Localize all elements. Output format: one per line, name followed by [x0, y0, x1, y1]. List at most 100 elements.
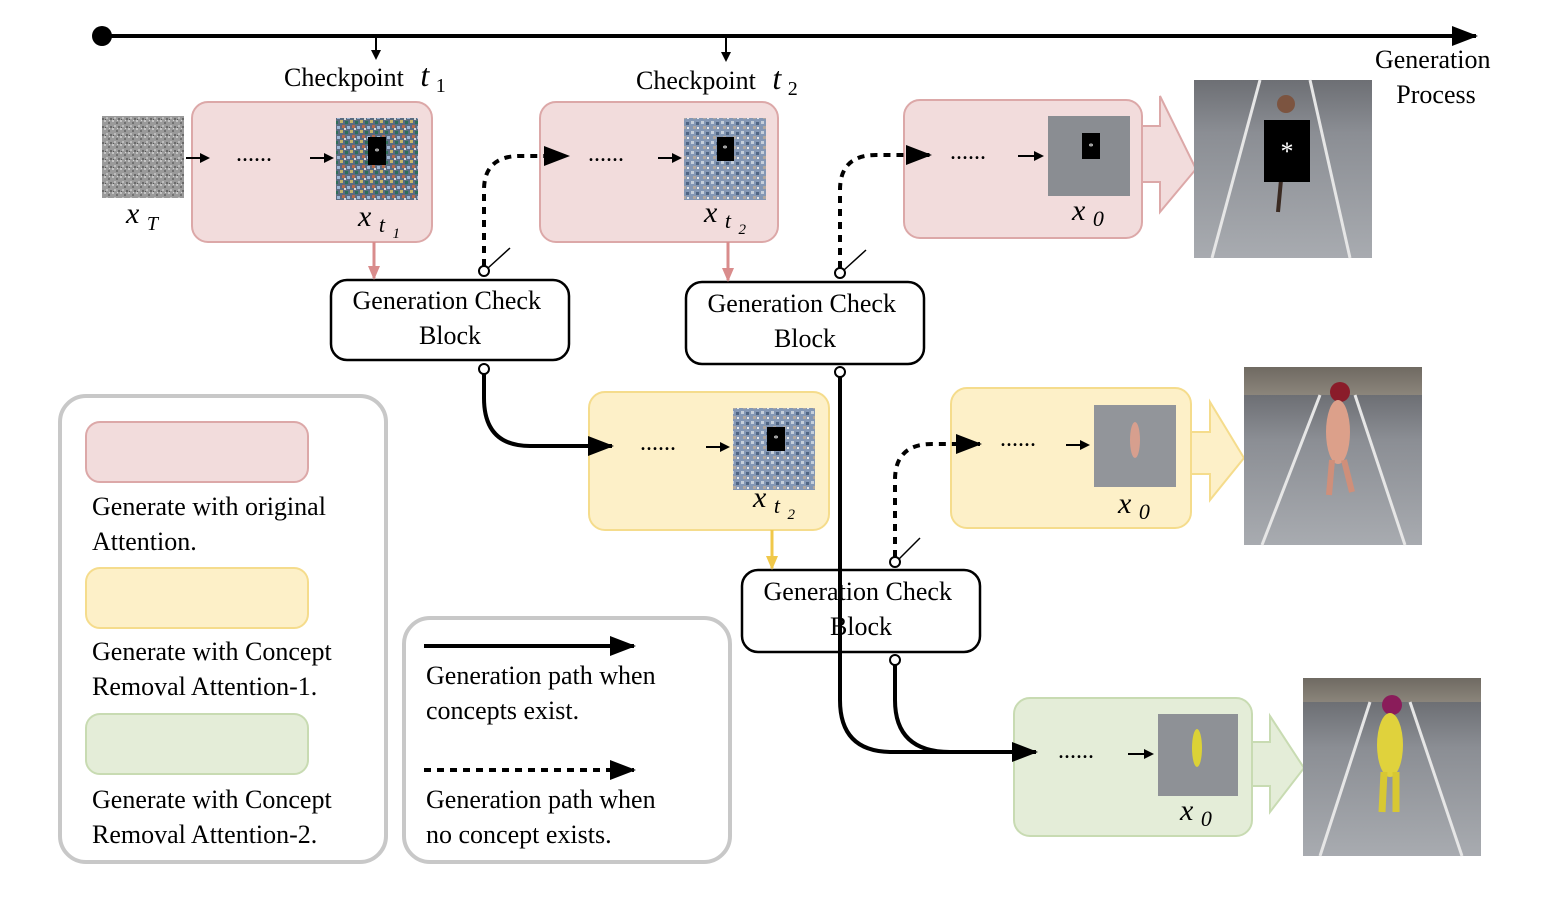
path-dashed-check1-to-original2: [482, 146, 570, 266]
output-image-removal2-lane-left: [1318, 701, 1372, 857]
label-x0-removal1: x 0: [1117, 487, 1150, 524]
stage-removal1-a-dots: ......: [640, 430, 676, 456]
checkpoint1-label: Checkpoint t 1: [284, 57, 446, 97]
latent-xt2-removal-mask: [767, 427, 785, 451]
check2-dashed-port: [834, 267, 846, 279]
label-x0-removal2-var: x: [1179, 794, 1194, 827]
output-image-original: *: [1194, 79, 1372, 259]
path-solid-check3-to-removal2: [893, 665, 951, 754]
output-image-original-head: [1277, 95, 1295, 113]
label-x0-original-sub: 0: [1093, 206, 1104, 231]
legend-solid-text-line1: Generation path when: [426, 661, 656, 690]
legend-swatch-removal2: [85, 713, 309, 775]
legend-text-original-line2: Attention.: [92, 527, 197, 556]
latent-xt1-mark: *: [375, 147, 380, 158]
label-xt2-a-subsub: 2: [738, 222, 746, 238]
stage-removal1-b-dots: ......: [1000, 426, 1036, 452]
check2-solid-port: [834, 366, 846, 378]
legend-text-original: Generate with original Attention.: [92, 492, 332, 556]
legend-dashed-text-line1: Generation path when: [426, 785, 656, 814]
check-block-1: Generation Check Block: [329, 278, 571, 362]
check-block-1-box: [329, 278, 571, 362]
check3-solid-port: [889, 654, 901, 666]
check-block-2-label: Generation Check Block: [708, 289, 903, 353]
stage-original-3: ...... * x 0: [903, 95, 1198, 239]
path-dashed-check3-to-removal1b: [893, 434, 982, 557]
timeline-label: Generation Process: [1375, 45, 1497, 109]
latent-xt2-removal-mark: *: [774, 434, 779, 445]
label-xt2-b-sub: t: [774, 493, 781, 518]
label-x0-removal2-sub: 0: [1201, 806, 1212, 831]
label-x0-removal2: x 0: [1179, 794, 1212, 831]
check-block-2-line2: Block: [774, 324, 836, 353]
check1-dashed-port: [478, 265, 490, 277]
label-xt2-a: x t 2: [703, 196, 746, 238]
legend-text-removal2: Generate with Concept Removal Attention-…: [92, 785, 338, 849]
output-image-removal1-lane-left: [1260, 394, 1322, 546]
output-image-original-mark: *: [1281, 137, 1294, 166]
output-arrow-removal2: [1251, 712, 1306, 815]
legend-text-original-line1: Generate with original: [92, 492, 326, 521]
check2-switch-lever: [843, 249, 867, 271]
label-xt2-b-var: x: [752, 481, 767, 514]
stage-original-2: ...... * x t 2: [539, 101, 779, 243]
legend-text-removal1-line2: Removal Attention-1.: [92, 672, 317, 701]
stage-original-1: ...... * x t 1: [186, 101, 433, 243]
noise-label-sub: T: [147, 213, 160, 235]
label-xt2-a-var: x: [703, 196, 718, 229]
stage-original-3-dots: ......: [950, 139, 986, 165]
label-xt2-b: x t 2: [752, 481, 795, 523]
timeline-label-line1: Generation: [1375, 45, 1491, 74]
output-image-removal2-head: [1382, 695, 1402, 715]
latent-xt1-mask: [368, 137, 386, 165]
check-block-2: Generation Check Block: [684, 280, 926, 366]
output-image-removal1-head: [1330, 382, 1350, 402]
check-block-2-line1: Generation Check: [708, 289, 896, 318]
checkpoint1-var: t: [420, 57, 430, 93]
legend-swatch-removal1: [85, 567, 309, 629]
check-block-1-line2: Block: [419, 321, 481, 350]
stage-removal1-b: ...... x 0: [950, 387, 1246, 529]
legend-text-removal1: Generate with Concept Removal Attention-…: [92, 637, 338, 701]
legend-dashed-text: Generation path when no concept exists.: [426, 785, 662, 849]
output-image-removal1-lane-right: [1353, 394, 1407, 546]
checkpoint1-text: Checkpoint: [284, 63, 405, 92]
output-image-removal2-leg-left: [1378, 771, 1388, 813]
check-block-1-line1: Generation Check: [353, 286, 541, 315]
output-image-original-lane-right: [1308, 79, 1352, 259]
legend-attention: Generate with original Attention. Genera…: [58, 394, 388, 864]
label-xt1-subsub: 1: [392, 226, 400, 242]
legend-solid-text: Generation path when concepts exist.: [426, 661, 662, 725]
latent-xt2-mark: *: [723, 144, 728, 155]
latent-x0-original-mask: [1082, 133, 1100, 159]
output-image-removal2-lane-right: [1408, 701, 1464, 857]
check-block-1-label: Generation Check Block: [353, 286, 548, 350]
legend-paths: Generation path when concepts exist. Gen…: [402, 616, 732, 864]
check3-switch-lever: [898, 537, 921, 560]
output-image-original-legs: [1276, 179, 1283, 213]
legend-text-removal2-line2: Removal Attention-2.: [92, 820, 317, 849]
label-xt1-var: x: [357, 200, 372, 233]
latent-x0-removal1-figure: [1130, 422, 1140, 458]
stage-removal2-dots: ......: [1058, 738, 1094, 764]
output-image-removal2-body: [1377, 713, 1403, 777]
checkpoint2-text: Checkpoint: [636, 66, 757, 95]
output-image-removal2: [1303, 678, 1481, 857]
legend-paths-frame: [402, 616, 732, 864]
label-x0-removal1-var: x: [1117, 487, 1132, 520]
timeline: Generation Process Checkpoint t 1 Checkp…: [92, 26, 1497, 109]
check-block-3-box: [740, 568, 982, 654]
output-arrow-original: [1141, 95, 1198, 215]
output-arrow-removal1: [1190, 398, 1246, 503]
stage-original-2-dots: ......: [588, 141, 624, 167]
output-image-removal1-leg-right: [1341, 459, 1355, 493]
latent-x0-removal2-figure: [1192, 729, 1202, 767]
stage-removal1-a: ...... * x t 2: [588, 391, 830, 531]
label-xt2-a-sub: t: [725, 208, 732, 233]
stage-original-1-dots: ......: [236, 141, 272, 167]
label-xt1: x t 1: [357, 200, 400, 242]
check1-switch-lever: [487, 247, 511, 269]
label-x0-original-var: x: [1071, 194, 1086, 227]
checkpoint2-label: Checkpoint t 2: [636, 60, 798, 100]
checkpoint1-sub: 1: [436, 75, 446, 97]
